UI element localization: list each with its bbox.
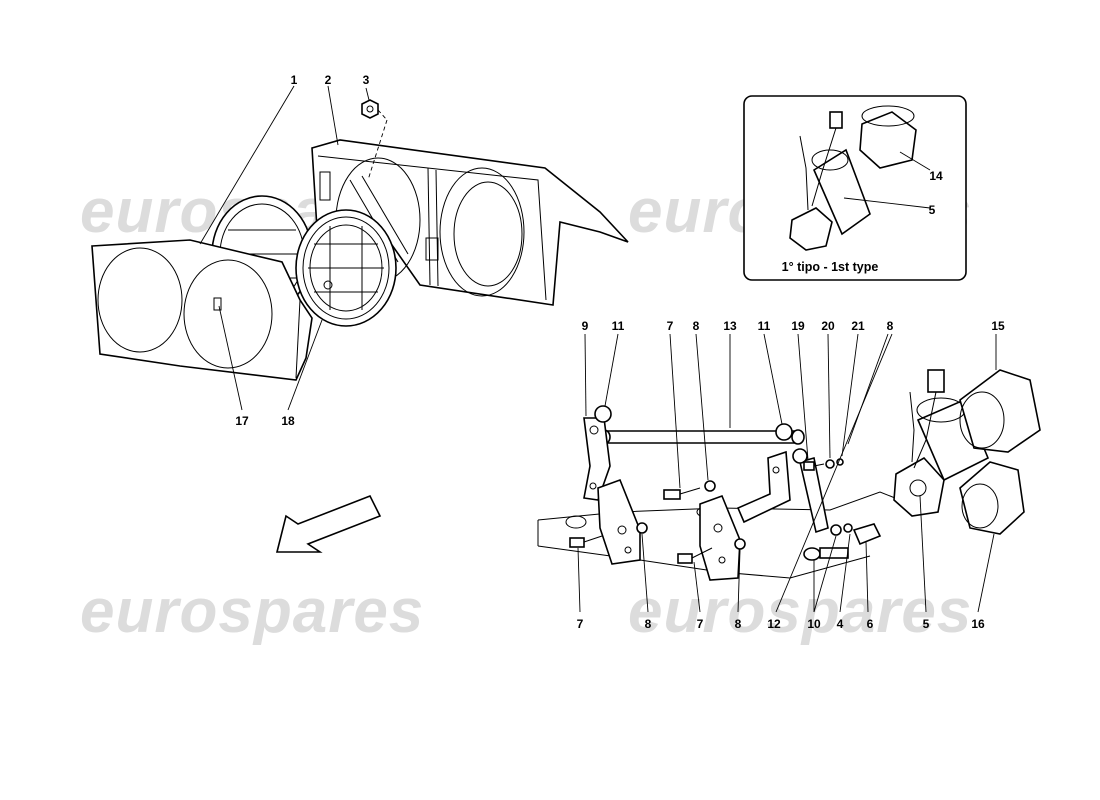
motor-cover-inset: [859, 105, 917, 169]
callout-label: 7: [667, 319, 674, 333]
callout-label: 13: [723, 319, 737, 333]
callout-label: 3: [363, 73, 370, 87]
bracket-middle: [699, 494, 741, 581]
callout-label: 17: [235, 414, 249, 428]
screw: [663, 480, 716, 500]
callout-label: 21: [851, 319, 865, 333]
screw: [569, 535, 603, 548]
callout-label: 8: [645, 617, 652, 631]
callout-label: 12: [767, 617, 781, 631]
inset-first-type: 1° tipo - 1st type: [743, 95, 967, 281]
inset-caption: 1° tipo - 1st type: [782, 260, 879, 274]
bolt-washer-set: [803, 458, 844, 471]
callout-label: 18: [281, 414, 295, 428]
bushing: [594, 405, 612, 423]
linkage-assembly: [537, 333, 1041, 613]
pin-and-bushing-set: [803, 523, 882, 561]
callout-label: 8: [735, 617, 742, 631]
callout-label: 11: [758, 319, 771, 333]
callout-label: 1: [291, 73, 298, 87]
callout-label: 19: [791, 319, 805, 333]
callout-label: 6: [867, 617, 874, 631]
callout-label: 10: [807, 617, 821, 631]
bracket-left: [597, 478, 641, 565]
screw: [677, 547, 713, 564]
callout-label: 16: [971, 617, 985, 631]
callout-label: 11: [612, 319, 625, 333]
headlight-housing-assembly: [91, 85, 629, 411]
callout-label: 20: [821, 319, 835, 333]
motor-cover: [959, 369, 1041, 453]
callout-label: 7: [577, 617, 584, 631]
callout-label: 7: [697, 617, 704, 631]
callout-label: 5: [929, 203, 936, 217]
bushing: [775, 423, 793, 441]
callout-label: 8: [887, 319, 894, 333]
wiring-connector-inset: [799, 111, 843, 211]
linkage-shaft: [597, 429, 805, 445]
lever-right: [736, 450, 791, 524]
arrow-forward-icon: [275, 494, 382, 553]
leader-lines-headlight: [199, 85, 388, 411]
callout-labels: 1 2 3 17 18 14 5 9 11 7 8 13 11 19 20 21…: [235, 73, 1005, 631]
watermark-text: eurospares: [80, 577, 424, 646]
nut: [734, 538, 746, 550]
callout-label: 5: [923, 617, 930, 631]
headlight-bezel: [91, 239, 313, 381]
leader-lines-linkage: [577, 333, 997, 613]
callout-label: 8: [693, 319, 700, 333]
watermark-text: eurospares: [628, 577, 972, 646]
headlamp-unit-front: [295, 209, 397, 327]
callout-label: 2: [325, 73, 332, 87]
wiring-connector: [909, 369, 945, 469]
callout-label: 4: [837, 617, 844, 631]
callout-label: 9: [582, 319, 589, 333]
callout-label: 14: [929, 169, 943, 183]
nut: [636, 522, 648, 534]
motor-inset: [789, 148, 871, 251]
motor-cap: [959, 461, 1025, 535]
nut: [361, 99, 379, 119]
callout-label: 15: [991, 319, 1005, 333]
link-arm: [792, 448, 829, 534]
